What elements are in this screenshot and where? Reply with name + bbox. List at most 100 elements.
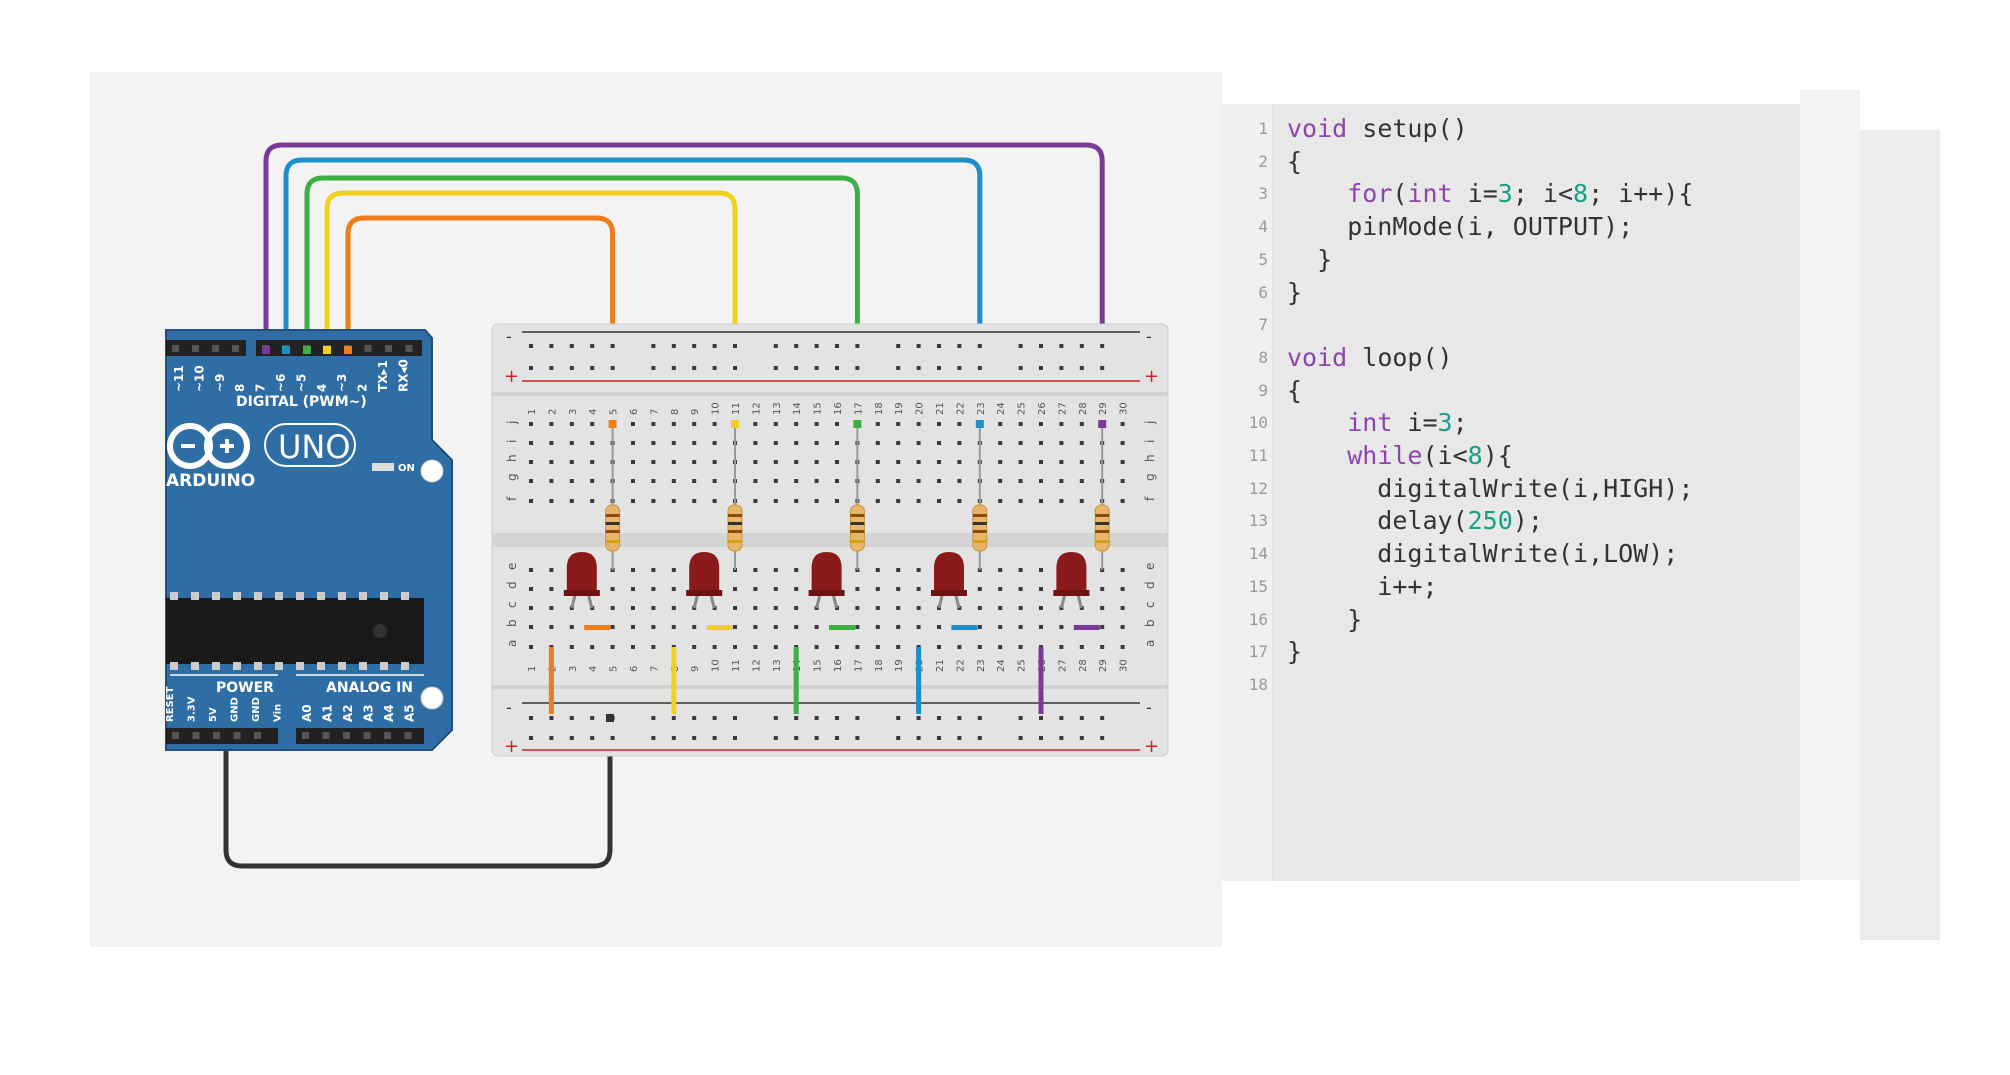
code-text[interactable]: { [1287,146,1303,176]
code-line[interactable]: 17} [1222,635,1800,668]
terminal-hole [529,460,533,464]
rail-hole [794,736,799,740]
mount-hole [420,686,444,710]
code-text[interactable]: int i=3; [1347,408,1468,438]
code-line[interactable]: 3 for(int i=3; i<8; i++){ [1222,177,1800,210]
rail-hole [712,716,717,720]
rail-hole [712,344,717,348]
header-pin [212,345,219,352]
code-text[interactable]: } [1287,277,1303,307]
rail-hole [712,736,717,740]
terminal-hole [875,422,880,426]
terminal-hole [671,606,676,610]
code-text[interactable]: while(i<8){ [1347,441,1513,470]
code-text[interactable]: digitalWrite(i,LOW); [1287,539,1679,569]
terminal-hole [610,625,615,629]
rail-divider [492,392,1168,396]
terminal-hole [1100,587,1105,591]
code-text[interactable]: digitalWrite(i,HIGH); [1287,473,1694,503]
code-line[interactable]: 11 while(i<8){ [1222,439,1800,472]
terminal-hole [610,606,615,610]
code-text[interactable]: void loop() [1287,342,1453,372]
row-letter: i [1143,440,1157,443]
code-line[interactable]: 16 } [1222,603,1800,636]
row-letter: a [505,640,519,647]
row-letter: c [1143,601,1157,608]
rail-hole [855,344,860,348]
column-number: 18 [874,659,885,672]
terminal-hole [773,499,778,503]
line-number: 12 [1248,478,1268,498]
code-line[interactable]: 2{ [1222,145,1800,178]
code-text[interactable]: for(int i=3; i<8; i++){ [1347,179,1694,209]
terminal-hole [835,479,839,483]
resistor-band [972,540,987,543]
terminal-hole [794,441,799,445]
terminal-hole [1120,441,1125,445]
code-text[interactable]: i++; [1287,571,1438,601]
code-text[interactable]: } [1287,604,1363,634]
rail-hole [794,344,799,348]
terminal-hole [794,568,799,572]
code-line[interactable]: 7 [1222,308,1800,341]
terminal-hole [814,499,819,503]
header-pin [254,732,261,739]
terminal-hole [998,499,1003,503]
uno-badge [264,423,356,467]
line-number: 14 [1248,544,1268,564]
line-number: 18 [1248,674,1268,694]
code-line[interactable]: 14 digitalWrite(i,LOW); [1222,537,1800,570]
pin-wire [345,215,616,427]
header-pin [363,732,371,739]
rail-hole [835,344,839,348]
code-text[interactable]: } [1287,244,1333,274]
code-line[interactable]: 13 delay(250); [1222,504,1800,537]
terminal-hole [631,441,635,445]
resistor-body [972,504,988,552]
code-line[interactable]: 4 pinMode(i, OUTPUT); [1222,210,1800,243]
terminal-hole [835,460,839,464]
terminal-hole [590,479,595,483]
resistor-band [605,540,620,543]
code-line[interactable]: 9{ [1222,374,1800,407]
code-line[interactable]: 18 [1222,668,1800,701]
code-text[interactable]: pinMode(i, OUTPUT); [1287,212,1634,242]
terminal-hole [692,441,697,445]
rail-hole [1100,344,1105,348]
terminal-hole [1120,625,1125,629]
code-text[interactable]: delay(250); [1287,506,1543,536]
line-number: 5 [1258,249,1268,269]
line-number: 4 [1258,217,1268,237]
terminal-hole [549,606,554,610]
row-letter: g [505,473,519,481]
code-text[interactable]: } [1287,637,1303,667]
line-number: 15 [1248,576,1268,596]
chip-leg [296,592,304,600]
rail-hole [977,716,982,720]
terminal-hole [794,587,799,591]
wire-end [606,714,614,722]
code-line[interactable]: 12 digitalWrite(i,HIGH); [1222,472,1800,505]
chip-leg [359,662,367,670]
row-letter: d [1143,581,1157,589]
breadboard[interactable]: -+-+-+-+11223344556677889910101111121213… [491,323,1169,757]
terminal-hole [835,441,839,445]
chip-leg [359,592,367,600]
column-number: 23 [976,659,987,672]
chip-leg [191,662,199,670]
code-text[interactable]: void setup() [1287,114,1468,143]
code-line[interactable]: 6} [1222,276,1800,309]
terminal-hole [569,625,574,629]
code-text[interactable]: { [1287,375,1303,405]
code-line[interactable]: 10 int i=3; [1222,406,1800,439]
column-number: 15 [813,659,824,672]
terminal-hole [549,587,554,591]
rail-hole [773,344,778,348]
code-line[interactable]: 5 } [1222,243,1800,276]
code-line[interactable]: 15 i++; [1222,570,1800,603]
